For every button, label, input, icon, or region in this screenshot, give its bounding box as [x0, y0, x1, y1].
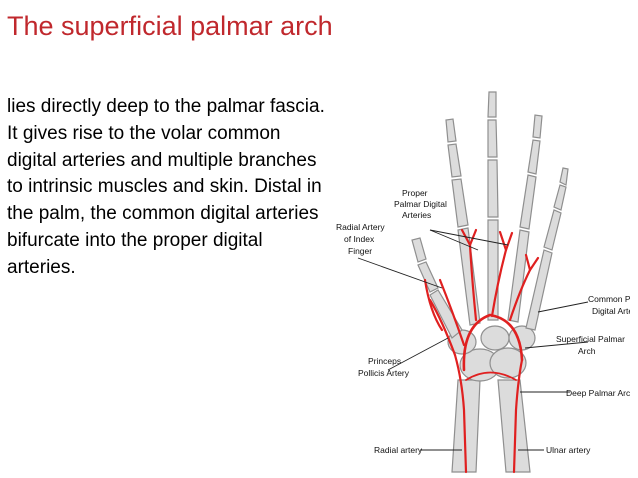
arteries [423, 228, 540, 474]
label-proper-digital-2: Palmar Digital [394, 199, 447, 209]
label-princeps-2: Pollicis Artery [358, 368, 410, 378]
label-proper-digital-1: Proper [402, 188, 428, 198]
figure-labels: Proper Palmar Digital Arteries Radial Ar… [336, 188, 630, 455]
label-radial-index-2: of Index [344, 234, 375, 244]
label-common-digital-2: Digital Arteries [592, 306, 630, 316]
slide-title: The superficial palmar arch [7, 11, 333, 41]
hand-bones [411, 91, 569, 473]
slide-body-text: lies directly deep to the palmar fascia.… [7, 96, 325, 278]
label-superficial-arch-2: Arch [578, 346, 596, 356]
label-common-digital-1: Common Palmar [588, 294, 630, 304]
label-radial-index-1: Radial Artery [336, 222, 385, 232]
label-radial-index-3: Finger [348, 246, 372, 256]
label-princeps-1: Princeps [368, 356, 401, 366]
leader-lines [357, 229, 589, 451]
label-superficial-arch-1: Superficial Palmar [556, 334, 625, 344]
label-proper-digital-3: Arteries [402, 210, 431, 220]
label-ulnar-artery: Ulnar artery [546, 445, 591, 455]
hand-arteries-diagram: Proper Palmar Digital Arteries Radial Ar… [336, 91, 630, 474]
label-radial-artery: Radial artery [374, 445, 423, 455]
label-deep-arch: Deep Palmar Arch [566, 388, 630, 398]
